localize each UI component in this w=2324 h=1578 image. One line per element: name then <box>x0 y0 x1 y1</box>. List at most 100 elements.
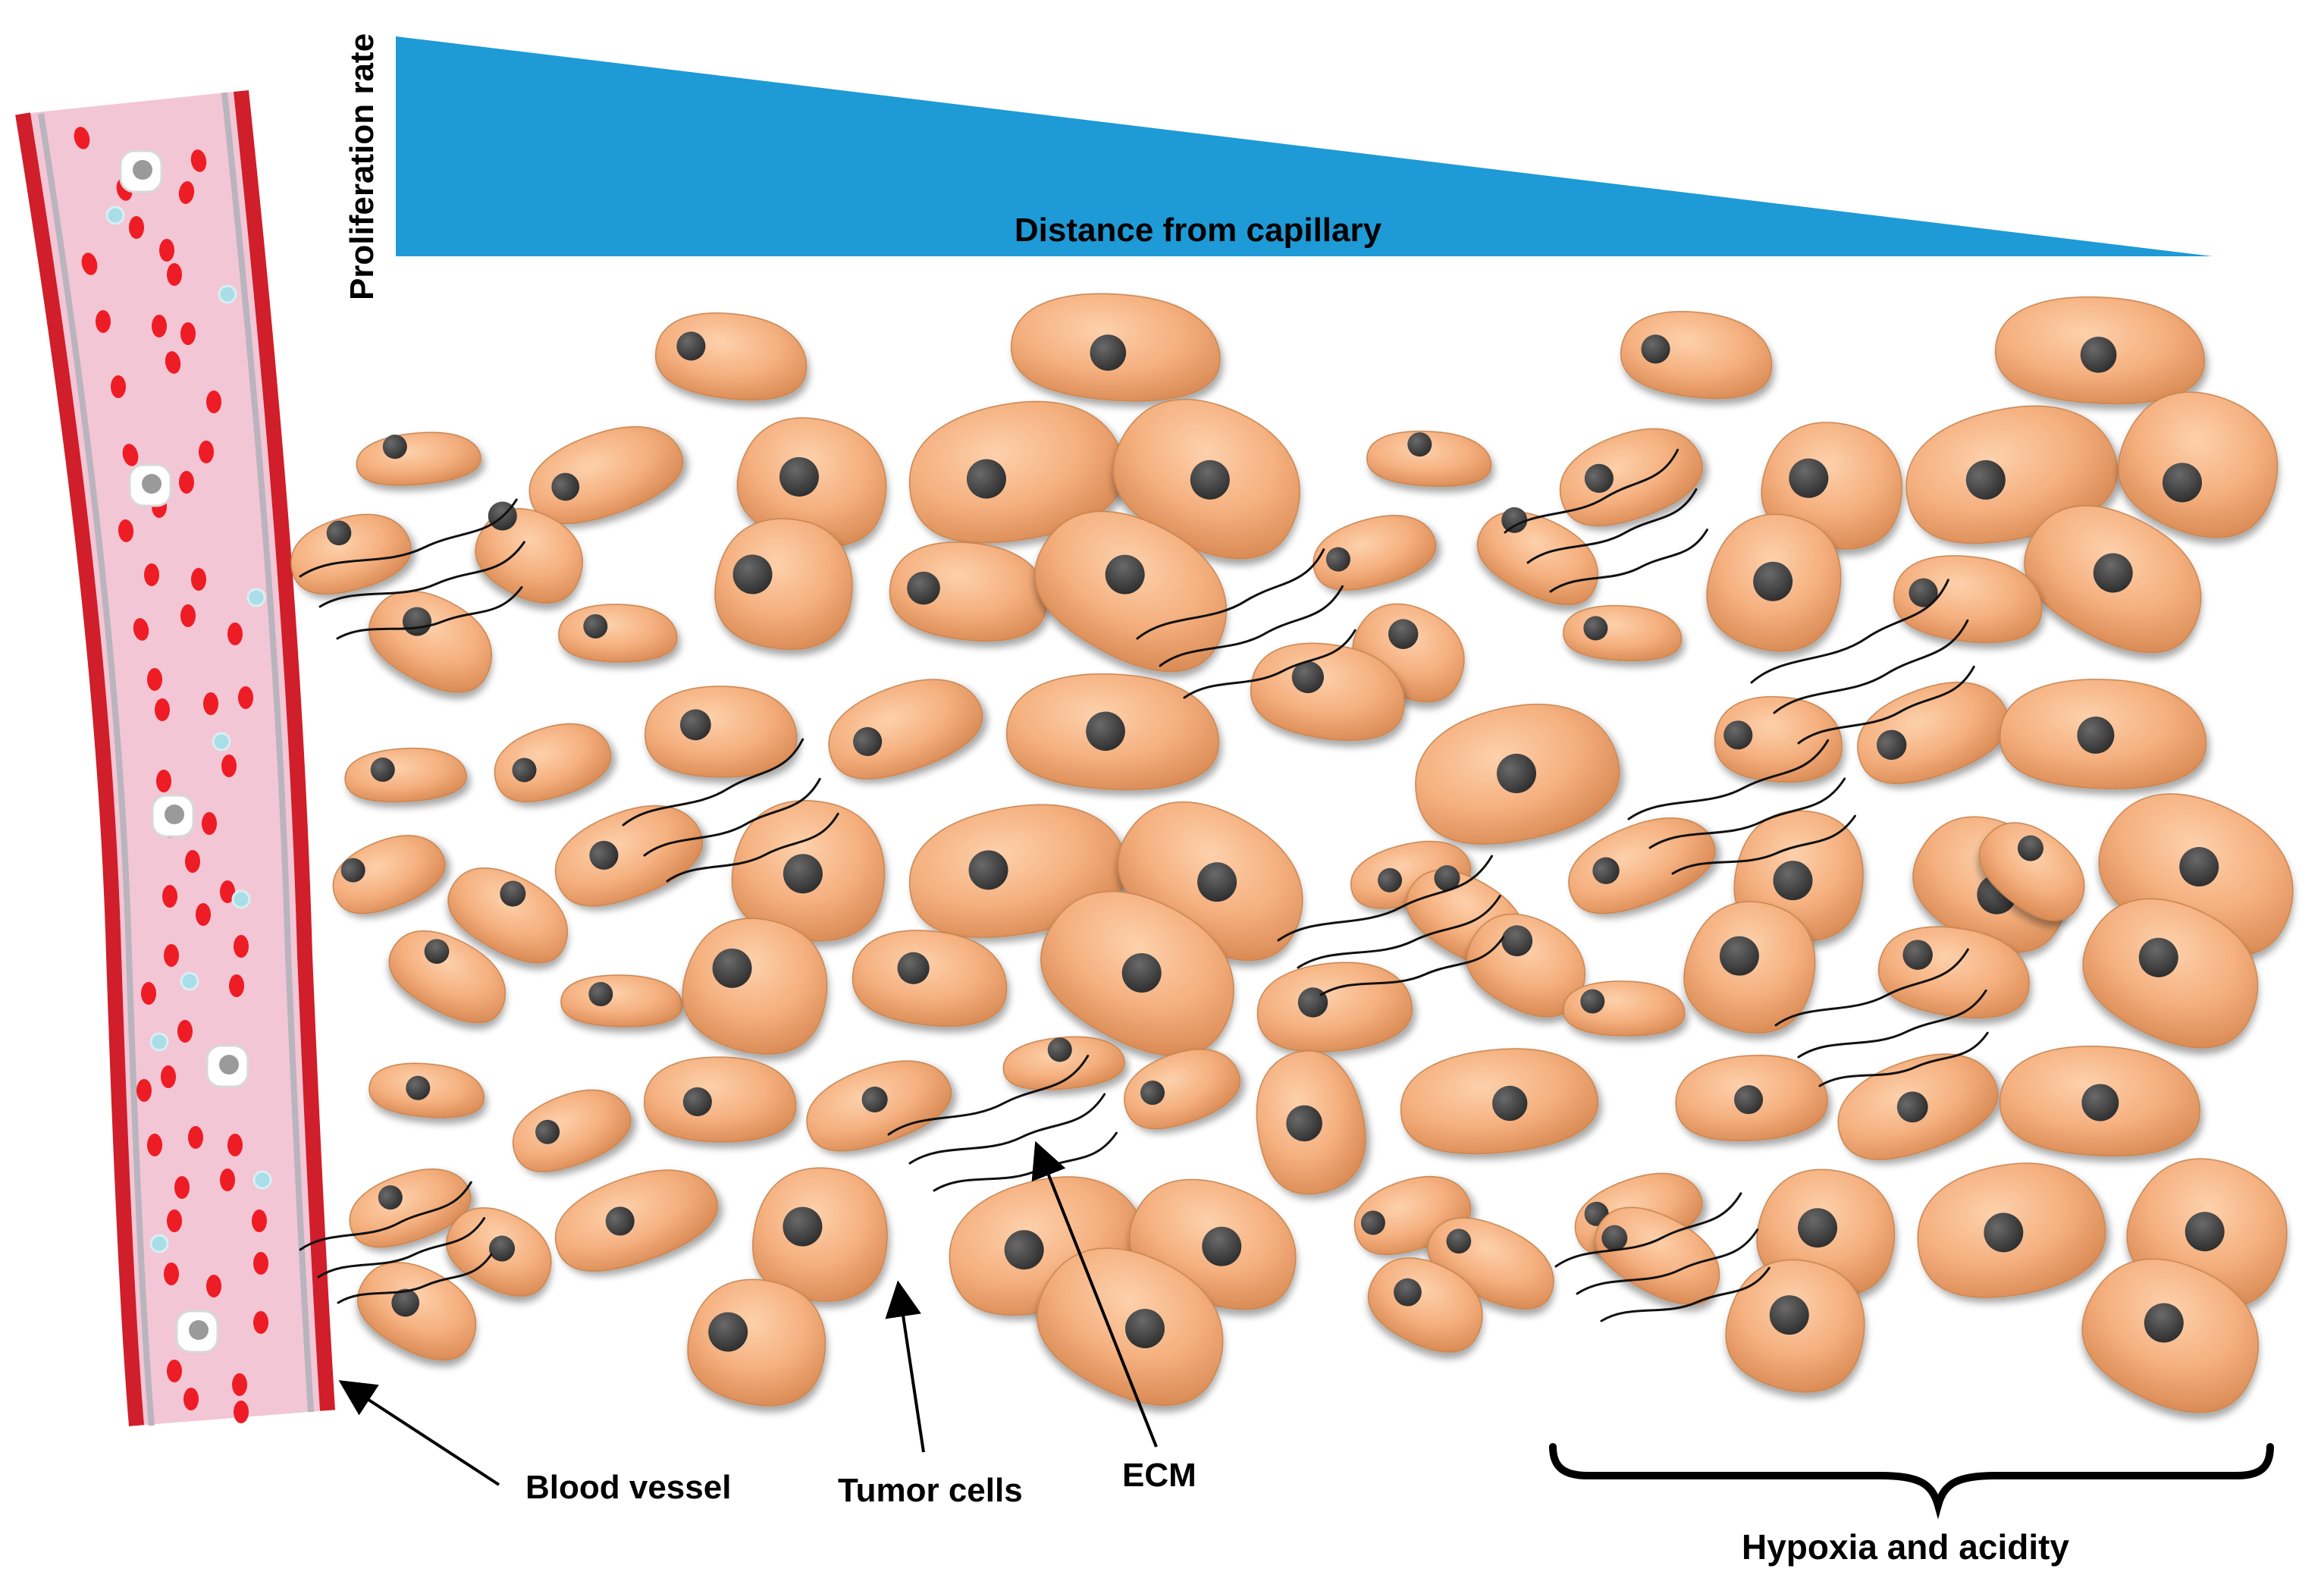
red-blood-cell <box>155 698 170 721</box>
tumor-cell <box>388 930 507 1024</box>
red-blood-cell <box>180 322 196 345</box>
tumor-cell-body <box>1256 962 1413 1053</box>
tumor-cell-nucleus <box>605 1206 635 1236</box>
ecm-fiber <box>622 738 804 827</box>
tumor-cell-body <box>368 590 493 693</box>
ecm-fiber <box>643 777 821 857</box>
red-blood-cell <box>167 263 182 286</box>
ecm-fiber <box>336 586 523 640</box>
tumor-cell-nucleus <box>853 726 883 757</box>
tumor-cell <box>1978 822 2085 921</box>
tumor-cell-body <box>828 679 983 780</box>
tumor-cell-nucleus <box>1583 616 1608 641</box>
red-blood-cell <box>167 1360 182 1382</box>
tumor-cell-nucleus <box>1105 554 1145 594</box>
red-blood-cell <box>234 935 249 958</box>
platelet <box>180 971 199 991</box>
ecm-fiber <box>666 812 839 883</box>
tumor-cell <box>731 800 886 942</box>
tumor-cell-nucleus <box>1190 460 1230 500</box>
ecm-fiber <box>1576 1228 1759 1295</box>
red-blood-cell <box>159 239 174 262</box>
tumor-cell-nucleus <box>1492 1085 1528 1122</box>
tumor-cell-nucleus <box>2144 1303 2184 1343</box>
tumor-cell-body <box>1367 1257 1483 1353</box>
ecm-fiber <box>317 1216 486 1278</box>
red-blood-cell <box>174 1176 190 1199</box>
tumor-cell-nucleus <box>2179 847 2219 887</box>
white-blood-cell <box>128 463 172 507</box>
tumor-cell <box>806 1060 952 1152</box>
ecm-fiber <box>299 1181 472 1251</box>
tumor-cell-nucleus <box>512 758 537 783</box>
tumor-cell-nucleus <box>2077 716 2115 754</box>
tumor-cell-nucleus <box>1004 1230 1044 1270</box>
red-blood-cell <box>81 253 98 275</box>
white-blood-cell <box>175 1310 219 1354</box>
tumor-cell-body <box>555 1169 719 1272</box>
ecm-fiber <box>1159 585 1344 667</box>
tumor-cell-body <box>645 685 798 778</box>
tumor-cell <box>1466 913 1585 1018</box>
tumor-cell-nucleus <box>1197 862 1237 902</box>
vessel-wall-right <box>234 89 335 1411</box>
tumor-cell <box>1011 293 1221 402</box>
tumor-cell-body <box>344 748 467 803</box>
tumor-cell-nucleus <box>1125 1308 1165 1348</box>
ecm-fiber <box>1549 529 1708 593</box>
ecm-fiber <box>1750 579 1949 684</box>
ecm-fiber <box>908 1093 1106 1165</box>
tumor-cell <box>344 748 467 803</box>
tumor-cell-body <box>1563 980 1686 1037</box>
tumor-cell-body <box>356 1262 477 1361</box>
tumor-cell-nucleus <box>1798 1208 1838 1248</box>
tumor-cell-nucleus <box>1291 660 1324 694</box>
wedge-label: Distance from capillary <box>1015 212 1382 249</box>
white-blood-cell <box>151 794 195 838</box>
red-blood-cell <box>164 1263 179 1285</box>
red-blood-cell <box>202 812 217 835</box>
red-blood-cell <box>122 444 139 466</box>
platelet <box>212 732 231 751</box>
tumor-cell <box>645 685 798 778</box>
tumor-cell <box>1877 926 2030 1019</box>
red-blood-cell <box>206 391 221 413</box>
ecm-fiber <box>1797 665 1975 745</box>
platelet <box>149 1032 169 1052</box>
tumor-cell <box>356 431 481 486</box>
tumor-cell-nucleus <box>1394 1278 1422 1307</box>
tumor-cell-nucleus <box>1360 1210 1385 1235</box>
tumor-cell-body <box>356 431 481 486</box>
tumor-cell <box>654 312 808 401</box>
white-blood-cells <box>119 149 249 1354</box>
tumor-cell-nucleus <box>897 952 930 984</box>
tumor-cell-nucleus <box>2162 463 2203 503</box>
tumor-cell-nucleus <box>589 840 619 870</box>
tumor-cell-body <box>687 1278 826 1407</box>
red-blood-cell <box>136 1079 152 1102</box>
tumor-cell-nucleus <box>391 1288 420 1317</box>
ecm-fiber <box>1797 989 1987 1059</box>
blood-vessel-label: Blood vessel <box>525 1469 731 1506</box>
tumor-cell <box>1568 817 1716 914</box>
red-blood-cell <box>129 216 144 239</box>
tumor-cell-body <box>475 508 583 604</box>
tumor-cell-nucleus <box>712 948 752 988</box>
tumor-cell-nucleus <box>1719 936 1759 976</box>
tumor-cell-nucleus <box>2093 553 2133 593</box>
tumor-cell <box>1706 513 1842 652</box>
tumor-cell-nucleus <box>406 1075 431 1100</box>
tumor-cell-body <box>1313 515 1437 591</box>
red-blood-cell <box>229 974 244 997</box>
tumor-cell-nucleus <box>779 456 819 497</box>
ecm-fiber <box>337 1253 493 1304</box>
ecm-fiber <box>1526 488 1698 564</box>
tumor-cell <box>1999 1046 2200 1157</box>
tumor-cell-nucleus <box>340 858 365 883</box>
tumor-cell-nucleus <box>500 880 526 907</box>
tumor-cell-nucleus <box>2018 835 2044 861</box>
tumor-cell <box>555 1169 719 1272</box>
tumor-cell <box>752 1167 888 1302</box>
tumor-cell-nucleus <box>1753 561 1793 601</box>
